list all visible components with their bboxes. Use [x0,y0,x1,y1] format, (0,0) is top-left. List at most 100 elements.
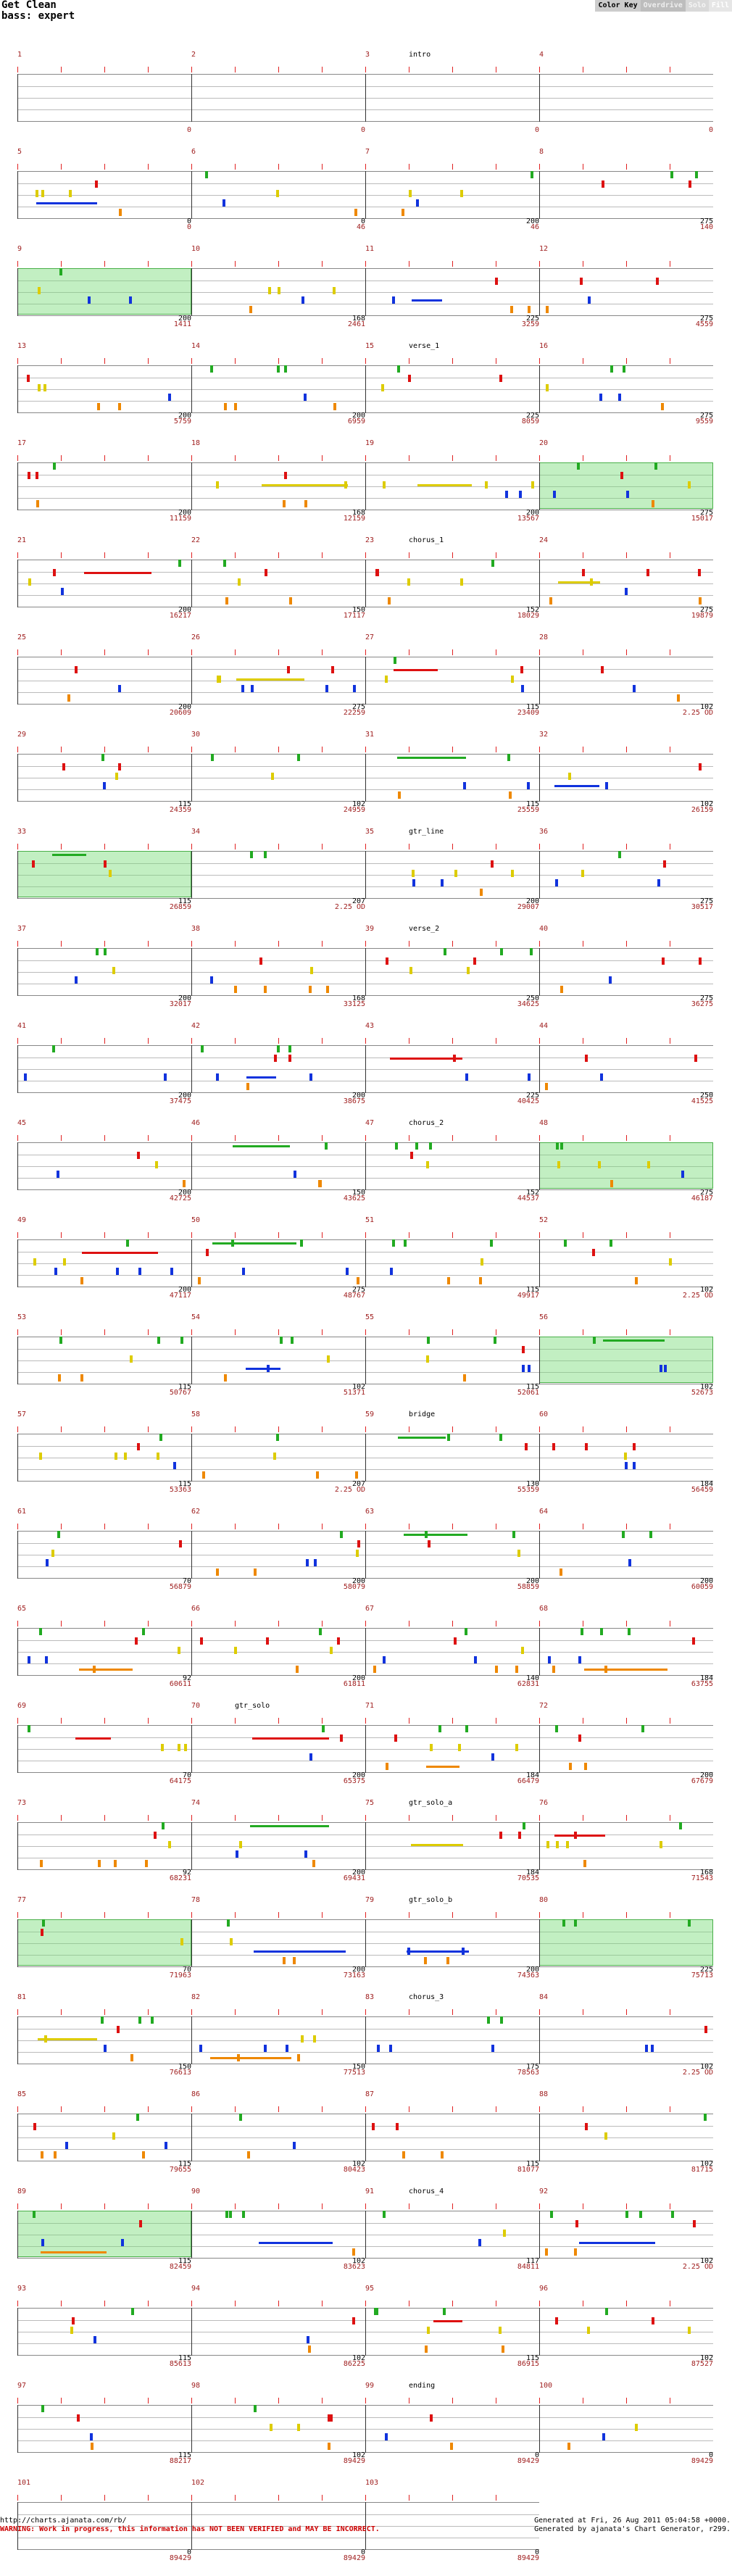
footer-url[interactable]: http://charts.ajanata.com/rb/ [0,2517,127,2525]
staff [539,560,713,607]
note-gem [495,278,498,285]
note-gem [202,1471,205,1479]
measure-total-score: 64175 [169,1777,191,1785]
beat-tick [626,941,627,947]
beat-tick [191,941,192,947]
staff [365,1045,539,1093]
beat-tick [452,649,453,655]
beat-tick [626,1718,627,1724]
staff-line [365,669,539,670]
beat-tick [365,1718,366,1724]
staff-line [539,1275,713,1276]
beat-tick [104,2301,105,2306]
beat-tick [235,844,236,849]
beat-tick [104,67,105,72]
beat-tick [191,747,192,752]
beat-tick [61,747,62,752]
note-gem [104,860,107,868]
beat-tick [539,2009,540,2015]
beat-tick [278,261,279,267]
beat-tick [626,1329,627,1335]
beat-tick [626,455,627,461]
note-gem [297,754,300,761]
note-gem [119,209,122,216]
beat-tick [626,1232,627,1238]
note-gem [316,1471,319,1479]
bar-line [365,74,366,122]
note-gem [447,1434,450,1441]
staff-line [539,86,713,87]
measure-sub-score: 115 [178,897,191,905]
note-gem [392,1239,395,1247]
note-gem [531,171,533,178]
staff [539,268,713,316]
note-gem [689,180,691,188]
measure-total-score: 11159 [169,515,191,523]
staff [17,1628,191,1676]
sustain-tail [603,1339,665,1342]
measure-number: 55 [365,1313,375,1321]
note-gem [118,685,121,692]
beat-tick [235,1135,236,1141]
measure-number: 70 [191,1702,201,1710]
measure-number: 93 [17,2285,27,2293]
bar-line [191,268,192,316]
note-gem [428,1540,431,1547]
staff [17,1337,191,1384]
note-gem [72,2317,75,2324]
note-gem [426,1161,429,1168]
bar-line [539,1725,540,1773]
note-gem [241,685,244,692]
beat-tick [278,2495,279,2501]
note-gem [620,472,623,479]
measure-total-score: 1411 [173,320,191,328]
note-gem [412,870,415,877]
overdrive-phrase [17,851,191,897]
note-gem [251,685,254,692]
note-gem [646,569,649,576]
staff-line [365,863,539,864]
note-gem [180,1938,183,1945]
staff [191,1822,365,1870]
measure-sub-score: 70 [182,1577,191,1585]
section-label: intro [409,51,431,59]
sustain-tail [38,2038,97,2040]
beat-tick [191,1329,192,1335]
note-gem [491,560,494,567]
sustain-tail [426,1766,459,1768]
beat-tick [452,2301,453,2306]
note-gem [474,1656,477,1663]
bar-line [539,1531,540,1579]
color-key-solo: Solo [685,0,709,12]
measure-sub-score: 184 [699,1674,713,1682]
measure-total-score: 51371 [343,1389,365,1397]
measure-total-score: 43625 [343,1194,365,1202]
bar-line [365,1142,366,1190]
measure-sub-score: 200 [525,1966,539,1974]
note-gem [509,792,512,799]
note-gem [41,1929,43,1936]
measure-total-score: 0 [186,223,191,231]
bar-line [17,1045,18,1093]
measure-sub-score: 200 [178,1286,191,1294]
note-gem [386,1763,388,1770]
beat-tick [148,1912,149,1918]
note-gem [446,1957,449,1964]
staff-line [365,2126,539,2127]
staff-line [365,292,539,293]
staff-line [17,2246,191,2247]
beat-tick [104,1426,105,1432]
beat-tick [148,2301,149,2306]
note-gem [75,976,78,984]
